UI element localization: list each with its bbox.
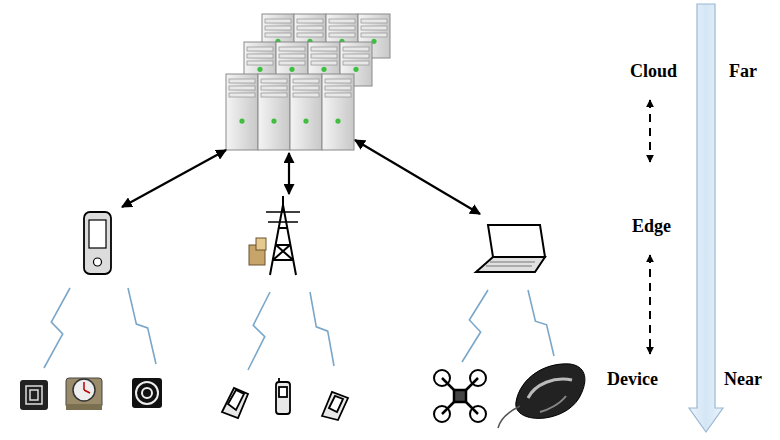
distance-label: Far bbox=[727, 62, 759, 82]
tier-label: Cloud bbox=[628, 62, 679, 82]
wireless-bolt bbox=[44, 288, 70, 368]
base-station bbox=[249, 196, 300, 275]
wireless-bolt bbox=[462, 290, 488, 362]
server-unit bbox=[226, 74, 258, 150]
vr-headset bbox=[498, 364, 585, 428]
link-arrows bbox=[122, 140, 480, 214]
wireless-links bbox=[44, 288, 554, 370]
wireless-bolt bbox=[128, 288, 156, 364]
tier-label: Device bbox=[605, 370, 660, 390]
handheld-device bbox=[84, 212, 111, 274]
tier-label: Edge bbox=[630, 217, 673, 237]
server-unit bbox=[290, 74, 322, 150]
server-unit bbox=[258, 74, 290, 150]
server-cluster bbox=[226, 14, 390, 150]
laptop bbox=[476, 225, 545, 272]
distance-arrow bbox=[689, 4, 723, 432]
mobile-phones bbox=[222, 378, 348, 420]
server-unit bbox=[322, 74, 354, 150]
wireless-bolt bbox=[248, 292, 270, 370]
distance-label: Near bbox=[722, 370, 764, 390]
drone bbox=[434, 370, 486, 422]
wireless-bolt bbox=[310, 292, 334, 366]
sensor-devices bbox=[20, 378, 162, 410]
wireless-bolt bbox=[528, 290, 554, 356]
